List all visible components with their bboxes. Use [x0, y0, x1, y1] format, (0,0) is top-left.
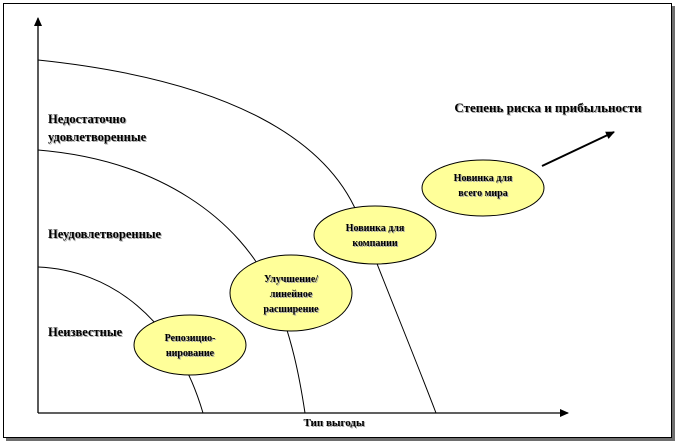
- svg-text:Улучшение/: Улучшение/: [264, 274, 318, 285]
- bubble-improvement: Улучшение/ линейное расширение: [229, 254, 353, 332]
- label-unknown: Неизвестные: [48, 325, 123, 339]
- bubble-repositioning: Репозицио- нирование: [133, 314, 247, 376]
- label-risk-profit: Степень риска и прибыльности: [454, 100, 642, 115]
- label-unsatisfied: Неудовлетворенные: [48, 227, 162, 241]
- svg-text:Репозицио-: Репозицио-: [165, 333, 216, 344]
- svg-text:Новинка для: Новинка для: [346, 223, 405, 234]
- bubble-new-for-world: Новинка для всего мира: [421, 159, 545, 217]
- svg-text:Новинка для: Новинка для: [454, 173, 513, 184]
- label-benefit-type: Тип выгоды: [303, 417, 364, 429]
- bubble-new-for-company: Новинка для компании: [313, 205, 437, 265]
- svg-text:компании: компании: [352, 238, 398, 249]
- svg-text:линейное: линейное: [270, 289, 313, 300]
- risk-arrow: [541, 131, 615, 167]
- curve-inner: [37, 266, 204, 414]
- curve-outer: [37, 59, 437, 414]
- label-insufficient-2: удовлетворенные: [48, 130, 147, 144]
- label-insufficient-1: Недостаточно: [48, 112, 126, 126]
- svg-text:всего мира: всего мира: [458, 188, 507, 199]
- svg-text:расширение: расширение: [263, 304, 319, 315]
- svg-text:нирование: нирование: [166, 348, 215, 359]
